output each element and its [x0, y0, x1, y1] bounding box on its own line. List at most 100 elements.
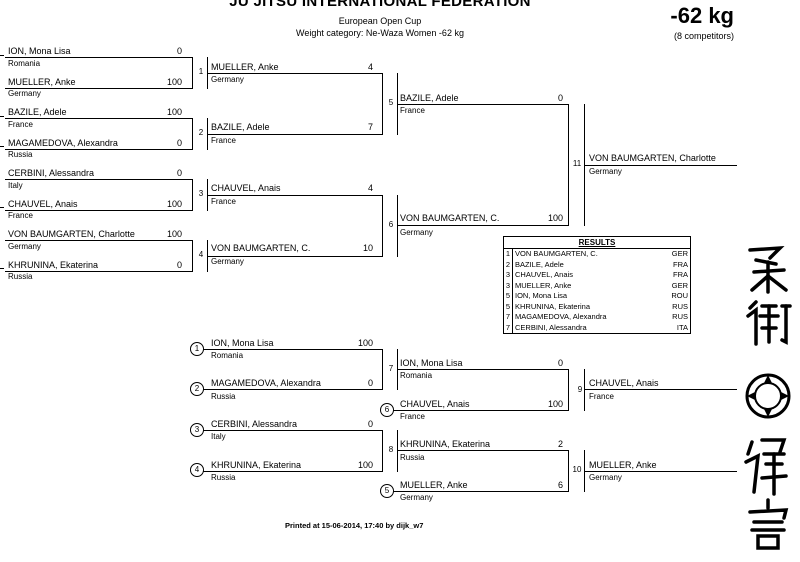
r1m3-b-score: 100 — [166, 199, 182, 209]
semi-entry-2-score: 100 — [547, 213, 563, 223]
rep-r2-2-name: CHAUVEL, Anais — [400, 399, 470, 409]
result-place: 3 — [503, 280, 513, 291]
r1m4-a-name: VON BAUMGARTEN, Charlotte — [8, 229, 135, 239]
result-place: 5 — [503, 291, 513, 302]
r1m4-b-country: Russia — [8, 272, 33, 281]
rep-r2-2-score: 100 — [547, 399, 563, 409]
r1m1-b-country: Germany — [8, 89, 41, 98]
result-name: MAGAMEDOVA, Alexandra — [515, 312, 607, 322]
match-number-11: 11 — [572, 159, 582, 168]
rep-r1-4-name: KHRUNINA, Ekaterina — [211, 460, 302, 470]
result-place: 3 — [503, 270, 513, 281]
r2-entry-2-country: France — [211, 136, 236, 145]
r1m4-a-score: 100 — [166, 229, 182, 239]
r2-entry-3-score: 4 — [367, 183, 373, 193]
r1m4-a-country: Germany — [8, 242, 41, 251]
r1m4-b-name: KHRUNINA, Ekaterina — [8, 260, 99, 270]
rep-r2-1-score: 0 — [557, 358, 563, 368]
r1m1-a-score: 0 — [176, 46, 182, 56]
r1m3-a-country: Italy — [8, 181, 23, 190]
rep-r1-4-country: Russia — [211, 473, 236, 482]
result-country: RUS — [672, 301, 688, 311]
weight-category: Weight category: Ne-Waza Women -62 kg — [296, 28, 464, 38]
r2-entry-4-score: 10 — [362, 243, 373, 253]
r2-entry-3-name: CHAUVEL, Anais — [211, 183, 281, 193]
r1m3-b-country: France — [8, 211, 33, 220]
rep-r2-3-country: Russia — [400, 453, 425, 462]
r2-entry-1-country: Germany — [211, 75, 244, 84]
result-country: GER — [671, 249, 688, 259]
rep-r2-3-score: 2 — [557, 439, 563, 449]
event-name: European Open Cup — [338, 16, 422, 26]
rep-r2-4-name: MUELLER, Anke — [400, 480, 468, 490]
result-country: FRA — [673, 270, 688, 280]
r2-entry-4-name: VON BAUMGARTEN, C. — [211, 243, 311, 253]
seed-circle-5: 5 — [380, 484, 394, 498]
result-name: CERBINI, Alessandra — [515, 322, 587, 332]
r1m2-b-score: 0 — [176, 138, 182, 148]
result-country: FRA — [673, 259, 688, 269]
rep-r1-3-name: CERBINI, Alessandra — [211, 419, 298, 429]
match-number-9: 9 — [577, 385, 583, 394]
r2-entry-2-score: 7 — [367, 122, 373, 132]
match-number-3: 3 — [198, 189, 204, 198]
weight-label: -62 kg — [670, 3, 734, 28]
semi-entry-2-country: Germany — [400, 228, 433, 237]
semi-entry-1-name: BAZILE, Adele — [400, 93, 459, 103]
competitor-count: (8 competitors) — [673, 31, 734, 41]
seed-circle-3: 3 — [190, 423, 204, 437]
r1m3-b-name: CHAUVEL, Anais — [8, 199, 78, 209]
match-number-4: 4 — [198, 250, 204, 259]
bronze-1-country: France — [589, 392, 614, 401]
rep-r1-1-score: 100 — [357, 338, 373, 348]
seed-circle-1: 1 — [190, 342, 204, 356]
result-name: BAZILE, Adele — [515, 259, 564, 269]
results-title: RESULTS — [503, 236, 691, 249]
r1m2-a-country: France — [8, 120, 33, 129]
r1m1-a-country: Romania — [8, 59, 41, 68]
r1m2-b-country: Russia — [8, 150, 33, 159]
bronze-2-name: MUELLER, Anke — [589, 460, 657, 470]
seed-circle-6: 6 — [380, 403, 394, 417]
r1m3-a-name: CERBINI, Alessandra — [8, 168, 95, 178]
match-number-6: 6 — [388, 220, 394, 229]
rep-r2-1-country: Romania — [400, 371, 433, 380]
result-place: 7 — [503, 312, 513, 323]
match-number-2: 2 — [198, 128, 204, 137]
rep-r2-1-name: ION, Mona Lisa — [400, 358, 463, 368]
result-country: GER — [671, 280, 688, 290]
rep-r1-1-name: ION, Mona Lisa — [211, 338, 274, 348]
rep-r1-2-country: Russia — [211, 392, 236, 401]
seed-circle-4: 4 — [190, 463, 204, 477]
winner-country: Germany — [589, 167, 622, 176]
result-place: 1 — [503, 248, 513, 260]
result-country: RUS — [672, 312, 688, 322]
result-place: 5 — [503, 301, 513, 312]
result-place: 2 — [503, 259, 513, 270]
result-place: 7 — [503, 322, 513, 334]
result-name: CHAUVEL, Anais — [515, 270, 573, 280]
rep-r2-4-score: 6 — [557, 480, 563, 490]
result-name: ION, Mona Lisa — [515, 291, 568, 301]
result-name: VON BAUMGARTEN, C. — [515, 249, 598, 259]
match-number-1: 1 — [198, 67, 204, 76]
jujitsu-kanji-logo — [744, 245, 792, 550]
result-country: ITA — [676, 322, 688, 332]
bronze-1-name: CHAUVEL, Anais — [589, 378, 659, 388]
r2-entry-4-country: Germany — [211, 257, 244, 266]
seed-circle-2: 2 — [190, 382, 204, 396]
result-name: KHRUNINA, Ekaterina — [515, 301, 591, 311]
rep-r1-1-country: Romania — [211, 351, 244, 360]
rep-r1-2-name: MAGAMEDOVA, Alexandra — [211, 378, 321, 388]
match-number-7: 7 — [388, 364, 394, 373]
semi-entry-2-name: VON BAUMGARTEN, C. — [400, 213, 500, 223]
rep-r2-3-name: KHRUNINA, Ekaterina — [400, 439, 491, 449]
